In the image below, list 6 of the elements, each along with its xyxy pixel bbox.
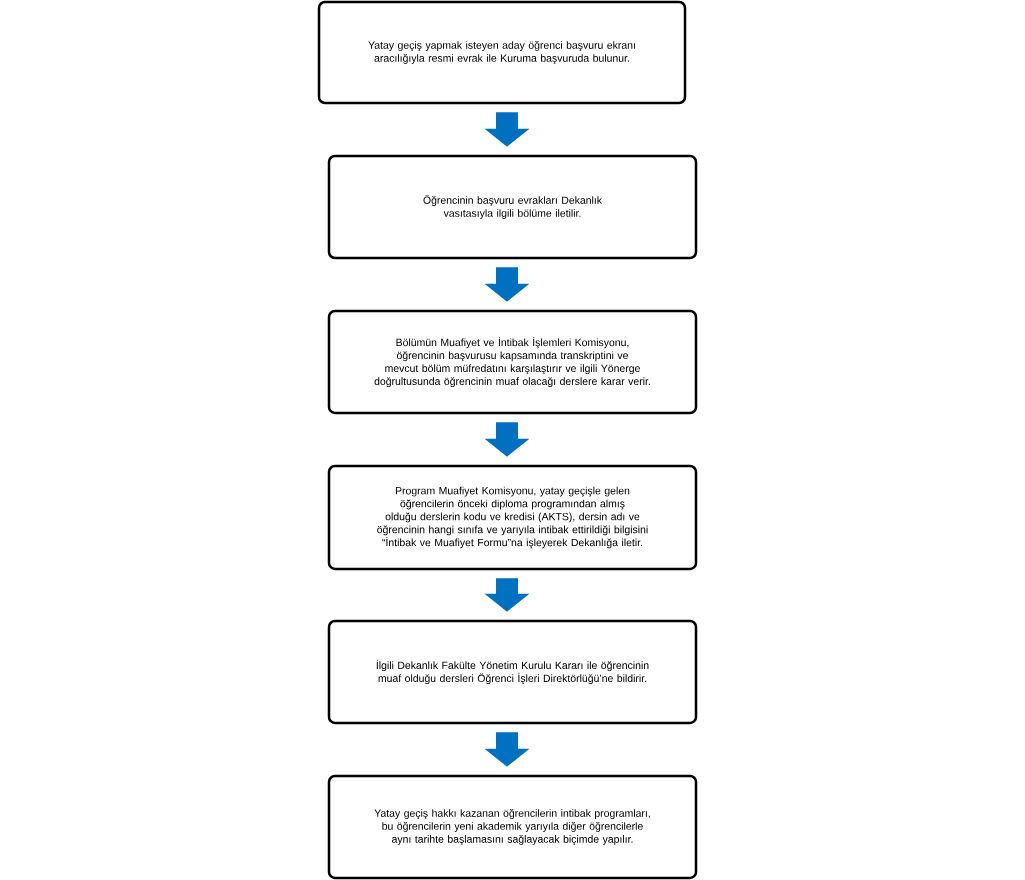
process-box: Yatay geçiş hakkı kazanan öğrencilerin intibak programları, bu öğrencilerin yeni akademik yarıyıla diğer öğrencilerle aynı tarihte başlamasını sağlayacak biçimde yapılır. (327, 774, 698, 880)
process-box: Bölümün Muafiyet ve İntibak İşlemleri Komisyonu, öğrencinin başvurusu kapsamında transkriptini ve mevcut bölüm müfredatını karşılaştırır ve ilgili Yönerge doğrultusunda öğrencinin muaf olacağı derslere karar verir. (327, 309, 698, 415)
process-box: Yatay geçiş yapmak isteyen aday öğrenci başvuru ekranı aracılığıyla resmi evrak ile Kuruma başvuruda bulunur. (317, 0, 687, 105)
process-box: Öğrencinin başvuru evrakları Dekanlık vasıtasıyla ilgili bölüme iletilir. (327, 154, 698, 260)
process-box: İlgili Dekanlık Fakülte Yönetim Kurulu Kararı ile öğrencinin muaf olduğu dersleri Öğrenci İşleri Direktörlüğü’ne bildirir. (327, 619, 698, 725)
process-box: Program Muafiyet Komisyonu, yatay geçişle gelen öğrencilerin önceki diploma programından almış olduğu derslerin kodu ve kredisi (AKTS), dersin adı ve öğrencinin hangi sınıfa ve yarıyıla intibak ettirildiği bilgisini “İntibak ve Muafiyet Formu”na işleyerek Dekanlığa iletir. (327, 464, 698, 571)
